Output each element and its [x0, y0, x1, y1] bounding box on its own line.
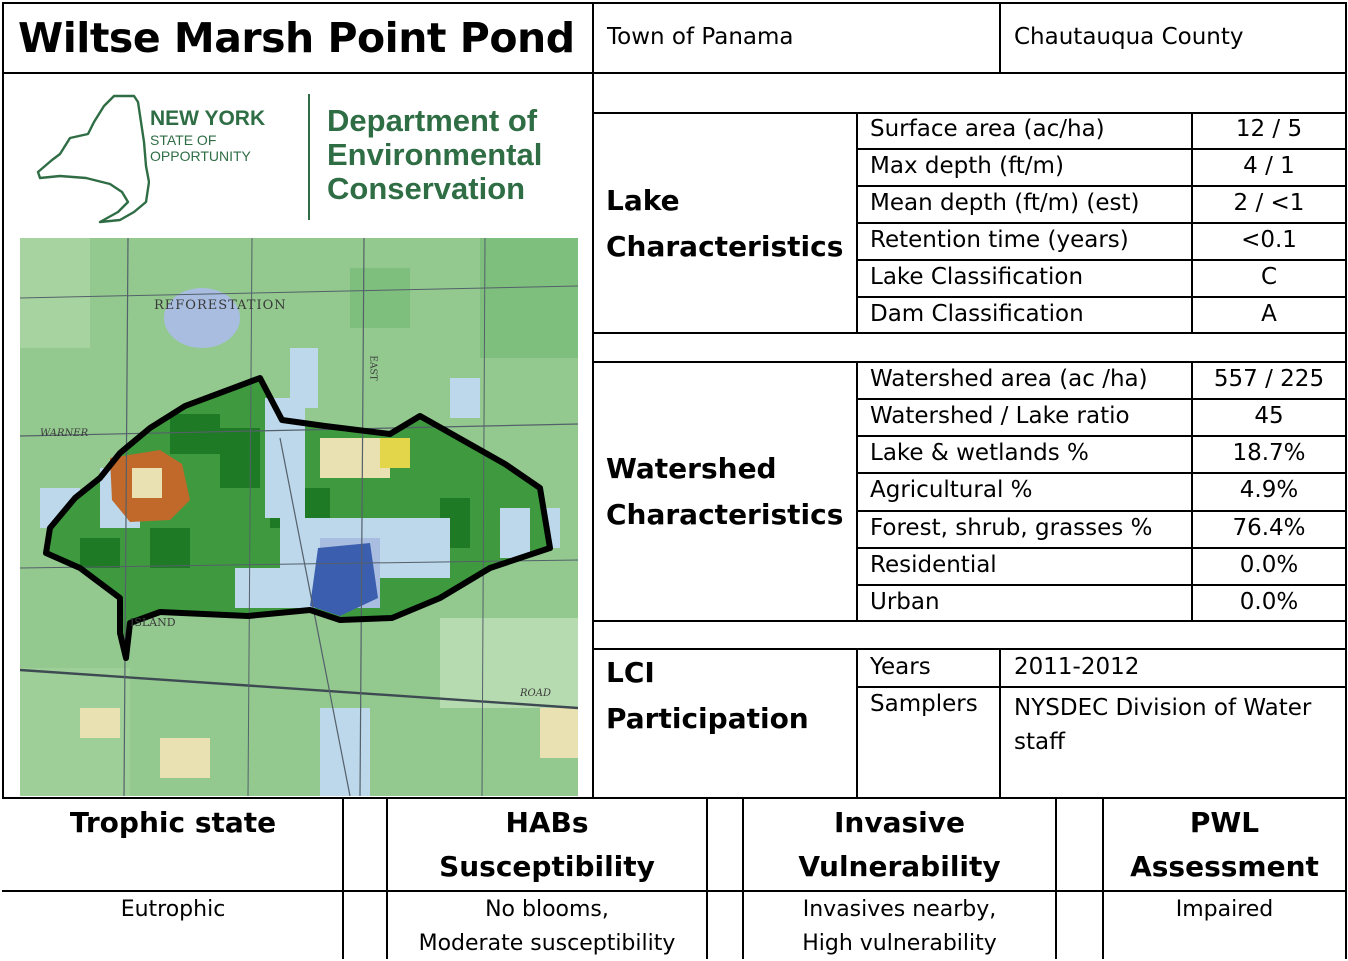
- watershed-heading: Watershed Characteristics: [606, 446, 843, 538]
- rule-left: [2, 2, 4, 799]
- trophic-value-line1: Eutrophic: [120, 897, 226, 922]
- lake-heading-line1: Lake: [606, 184, 680, 217]
- watershed-row-value: 45: [1254, 403, 1284, 429]
- pwl-heading-line2: Assessment: [1130, 850, 1319, 883]
- map-label-reforestation: REFORESTATION: [154, 298, 287, 313]
- pwl-heading-line1: PWL: [1189, 806, 1260, 839]
- habs-heading-line1: HABs: [505, 806, 589, 839]
- rule-lake-top: [592, 112, 1347, 114]
- lake-row-value: <0.1: [1241, 227, 1297, 253]
- trophic-heading: Trophic state: [4, 801, 342, 889]
- rule-right: [1345, 2, 1347, 959]
- logo-dept-line1: Department of: [327, 103, 538, 138]
- map-label-warner: WARNER: [40, 428, 89, 439]
- invasive-heading-line1: Invasive: [833, 806, 965, 839]
- watershed-row-label: Residential: [870, 552, 997, 578]
- invasive-heading-line2: Vulnerability: [798, 850, 1001, 883]
- logo-state-line2: STATE OF: [150, 132, 217, 148]
- logo-divider: [308, 94, 310, 220]
- lake-row-label: Max depth (ft/m): [870, 153, 1064, 179]
- town-name: Town of Panama: [607, 24, 794, 50]
- map-label-island: ISLAND: [130, 616, 176, 629]
- lci-samplers-value: NYSDEC Division of Water staff: [1014, 695, 1312, 755]
- habs-value: No blooms, Moderate susceptibility: [388, 893, 706, 961]
- lci-heading-line2: Participation: [606, 702, 809, 735]
- lake-heading-line2: Characteristics: [606, 230, 844, 263]
- logo-state-line1: NEW YORK: [150, 107, 266, 130]
- lake-row-value: 4 / 1: [1243, 153, 1295, 179]
- lake-row-value: C: [1260, 264, 1278, 290]
- habs-value-line1: No blooms,: [485, 897, 609, 922]
- lci-heading: LCI Participation: [606, 650, 809, 742]
- map-label-road: ROAD: [520, 688, 551, 699]
- page-title: Wiltse Marsh Point Pond: [18, 14, 575, 62]
- invasive-value-line1: Invasives nearby,: [802, 897, 997, 922]
- watershed-row-label: Lake & wetlands %: [870, 440, 1089, 466]
- watershed-heading-line1: Watershed: [606, 452, 777, 485]
- pwl-value: Impaired: [1104, 893, 1345, 927]
- watershed-map: REFORESTATION WARNER ISLAND ROAD EAST: [20, 238, 578, 796]
- lake-row-label: Retention time (years): [870, 227, 1129, 253]
- rule-lci-top: [592, 648, 1347, 650]
- logo-state-line3: OPPORTUNITY: [150, 148, 251, 164]
- rule-top: [2, 2, 1347, 4]
- dec-logo: NEW YORK STATE OF OPPORTUNITY Department…: [30, 86, 570, 226]
- map-label-east: EAST: [367, 355, 378, 381]
- rule-lake-bottom: [592, 332, 1347, 334]
- lci-samplers-label: Samplers: [870, 691, 978, 717]
- watershed-row-value: 18.7%: [1232, 440, 1306, 466]
- lake-row-value: A: [1261, 301, 1277, 327]
- watershed-row-label: Forest, shrub, grasses %: [870, 515, 1153, 541]
- rule-map-right: [592, 2, 594, 799]
- watershed-heading-line2: Characteristics: [606, 498, 844, 531]
- trophic-value: Eutrophic: [4, 893, 342, 927]
- lake-row-label: Mean depth (ft/m) (est): [870, 190, 1140, 216]
- lake-row-value: 12 / 5: [1235, 116, 1303, 142]
- watershed-row-label: Urban: [870, 589, 940, 615]
- rule-bottom-panel-top: [2, 797, 1347, 799]
- rule-watershed-top: [592, 361, 1347, 363]
- lake-row-label: Lake Classification: [870, 264, 1084, 290]
- pwl-value-line1: Impaired: [1175, 897, 1274, 922]
- county-name: Chautauqua County: [1014, 24, 1244, 50]
- logo-dept-line2: Environmental: [327, 137, 543, 172]
- habs-value-line2: Moderate susceptibility: [418, 931, 676, 956]
- watershed-row-label: Watershed area (ac /ha): [870, 366, 1148, 392]
- invasive-heading: Invasive Vulnerability: [744, 801, 1055, 889]
- watershed-row-value: 76.4%: [1232, 515, 1306, 541]
- lci-heading-line1: LCI: [606, 656, 655, 689]
- lake-heading: Lake Characteristics: [606, 178, 843, 270]
- watershed-row-label: Agricultural %: [870, 477, 1033, 503]
- invasive-value-line2: High vulnerability: [802, 931, 997, 956]
- pwl-heading: PWL Assessment: [1104, 801, 1345, 889]
- lake-row-value: 2 / <1: [1233, 190, 1305, 216]
- trophic-heading-line1: Trophic state: [69, 806, 277, 839]
- watershed-row-label: Watershed / Lake ratio: [870, 403, 1130, 429]
- rule-watershed-bottom: [592, 620, 1347, 622]
- logo-dept-line3: Conservation: [327, 171, 526, 206]
- watershed-row-value: 0.0%: [1239, 552, 1299, 578]
- lci-years-value: 2011-2012: [1014, 654, 1140, 680]
- watershed-row-value: 557 / 225: [1213, 366, 1325, 392]
- watershed-row-value: 0.0%: [1239, 589, 1299, 615]
- habs-heading: HABs Susceptibility: [388, 801, 706, 889]
- rule-title-bottom: [2, 72, 1347, 74]
- new-york-state-outline-icon: [36, 94, 150, 224]
- watershed-row-value: 4.9%: [1239, 477, 1299, 503]
- lci-years-label: Years: [870, 654, 931, 680]
- lake-row-label: Surface area (ac/ha): [870, 116, 1105, 142]
- invasive-value: Invasives nearby, High vulnerability: [744, 893, 1055, 961]
- lake-row-label: Dam Classification: [870, 301, 1084, 327]
- rule-bottom-panel-mid: [2, 890, 1347, 892]
- habs-heading-line2: Susceptibility: [439, 850, 655, 883]
